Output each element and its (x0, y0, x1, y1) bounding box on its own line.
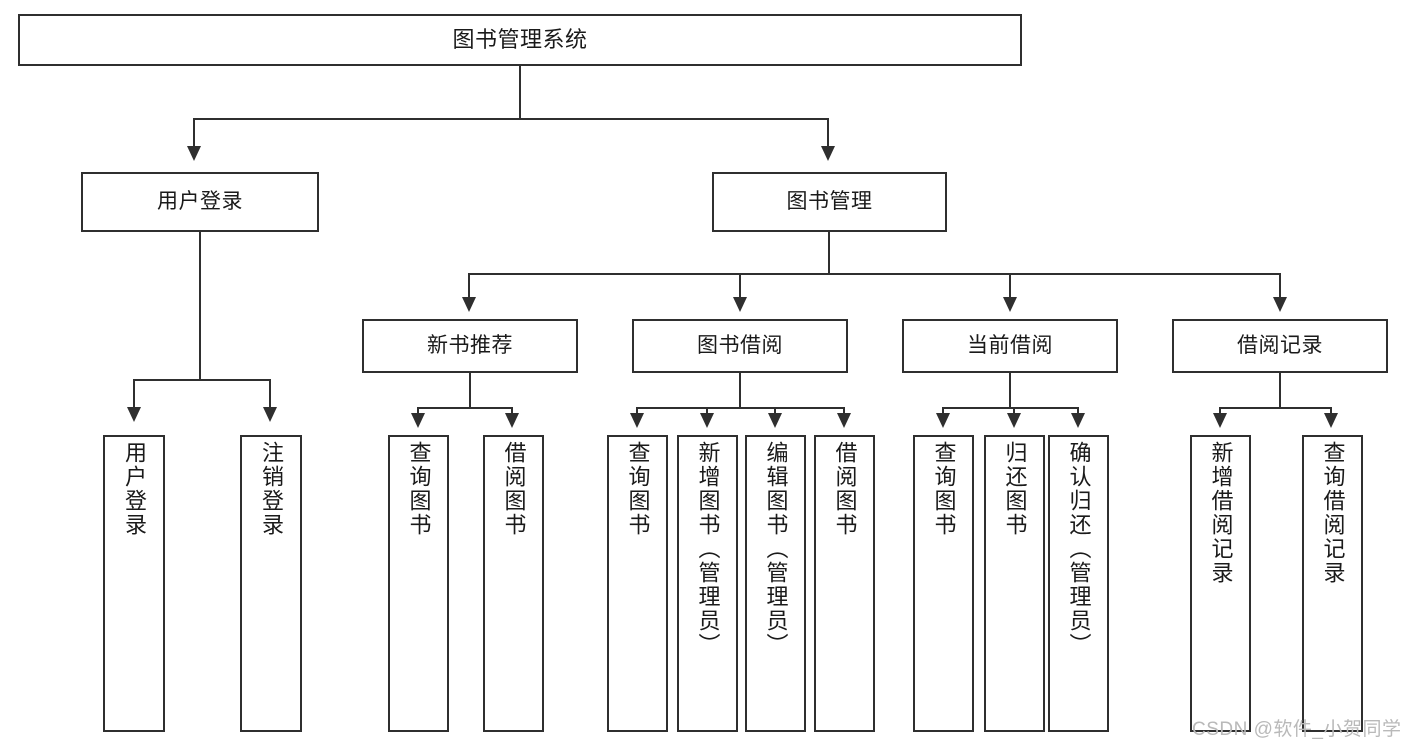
connector-current-borrow-stem (1009, 373, 1011, 409)
leaf-borrow-book[interactable]: 借阅图书 (814, 435, 875, 732)
arrow-to-leaf-add-borrow-record (1213, 413, 1227, 428)
node-label: 借阅图书 (501, 441, 527, 537)
node-label: 用户登录 (122, 441, 147, 537)
leaf-return-book[interactable]: 归还图书 (984, 435, 1045, 732)
node-label: 归还图书 (1002, 441, 1028, 537)
arrow-to-leaf-query-book-1 (411, 413, 425, 428)
connector-root-to-book-management (827, 118, 829, 148)
connector-user-login-bus (133, 379, 271, 381)
connector-new-book-bus (417, 407, 513, 409)
connector-root-stem (519, 66, 521, 119)
connector-root-bus (193, 118, 829, 120)
arrow-to-current-borrow (1003, 297, 1017, 312)
arrow-root-to-user-login (187, 146, 201, 161)
connector-book-borrow-bus (636, 407, 845, 409)
node-label: 查询图书 (625, 441, 651, 537)
connector-book-management-bus (468, 273, 1280, 275)
leaf-logout-login[interactable]: 注销登录 (240, 435, 302, 732)
arrow-to-leaf-confirm-return (1071, 413, 1085, 428)
arrow-to-leaf-return-book (1007, 413, 1021, 428)
leaf-confirm-return-admin[interactable]: 确认归还（管理员） (1048, 435, 1109, 732)
node-label: 用户登录 (157, 189, 243, 213)
node-label: 查询借阅记录 (1320, 441, 1346, 585)
arrow-to-leaf-borrow-book-2 (837, 413, 851, 428)
leaf-query-book-current[interactable]: 查询图书 (913, 435, 974, 732)
arrow-to-leaf-logout-login (263, 407, 277, 422)
arrow-to-leaf-query-book-3 (936, 413, 950, 428)
connector-user-login-stem (199, 232, 201, 380)
arrow-to-new-book-recommend (462, 297, 476, 312)
node-label: 图书管理系统 (452, 27, 588, 53)
node-label: 当前借阅 (967, 333, 1053, 357)
connector-borrow-record-bus (1219, 407, 1332, 409)
connector-user-login-to-leaf-2 (269, 379, 271, 409)
node-new-book-recommend[interactable]: 新书推荐 (362, 319, 578, 373)
leaf-add-book-admin[interactable]: 新增图书（管理员） (677, 435, 738, 732)
leaf-query-borrow-record[interactable]: 查询借阅记录 (1302, 435, 1363, 732)
node-label: 图书管理 (786, 189, 873, 213)
arrow-to-leaf-query-borrow-record (1324, 413, 1338, 428)
leaf-edit-book-admin[interactable]: 编辑图书（管理员） (745, 435, 806, 732)
connector-new-book-stem (469, 373, 471, 409)
connector-bm-to-borrow-record (1279, 273, 1281, 299)
node-user-login[interactable]: 用户登录 (81, 172, 319, 232)
node-label: 借阅记录 (1237, 333, 1323, 357)
node-label: 查询图书 (931, 441, 957, 537)
connector-bm-to-book-borrow (739, 273, 741, 299)
arrow-root-to-book-management (821, 146, 835, 161)
arrow-to-borrow-record (1273, 297, 1287, 312)
leaf-query-book-borrow[interactable]: 查询图书 (607, 435, 668, 732)
node-label: 图书借阅 (697, 333, 783, 357)
node-label: 借阅图书 (832, 441, 858, 537)
leaf-borrow-book-newbook[interactable]: 借阅图书 (483, 435, 544, 732)
node-book-management[interactable]: 图书管理 (712, 172, 947, 232)
node-label: 新增图书（管理员） (695, 441, 721, 657)
leaf-user-login[interactable]: 用户登录 (103, 435, 165, 732)
arrow-to-leaf-add-book (700, 413, 714, 428)
arrow-to-leaf-edit-book (768, 413, 782, 428)
connector-current-borrow-bus (942, 407, 1079, 409)
node-label: 查询图书 (406, 441, 432, 537)
leaf-query-book-newbook[interactable]: 查询图书 (388, 435, 449, 732)
connector-user-login-to-leaf-1 (133, 379, 135, 409)
node-borrow-record[interactable]: 借阅记录 (1172, 319, 1388, 373)
connector-book-borrow-stem (739, 373, 741, 409)
node-label: 新增借阅记录 (1208, 441, 1234, 585)
node-current-borrow[interactable]: 当前借阅 (902, 319, 1118, 373)
leaf-add-borrow-record[interactable]: 新增借阅记录 (1190, 435, 1251, 732)
connector-borrow-record-stem (1279, 373, 1281, 409)
connector-bm-to-current-borrow (1009, 273, 1011, 299)
connector-bm-to-new-book (468, 273, 470, 299)
node-label: 确认归还（管理员） (1066, 441, 1092, 657)
node-label: 编辑图书（管理员） (763, 441, 789, 657)
arrow-to-leaf-user-login (127, 407, 141, 422)
connector-book-management-stem (828, 232, 830, 274)
connector-root-to-user-login (193, 118, 195, 148)
node-label: 新书推荐 (427, 333, 513, 357)
arrow-to-book-borrow (733, 297, 747, 312)
arrow-to-leaf-borrow-book-1 (505, 413, 519, 428)
node-label: 注销登录 (259, 441, 284, 537)
arrow-to-leaf-query-book-2 (630, 413, 644, 428)
node-book-borrow[interactable]: 图书借阅 (632, 319, 848, 373)
node-root-book-management-system[interactable]: 图书管理系统 (18, 14, 1022, 66)
